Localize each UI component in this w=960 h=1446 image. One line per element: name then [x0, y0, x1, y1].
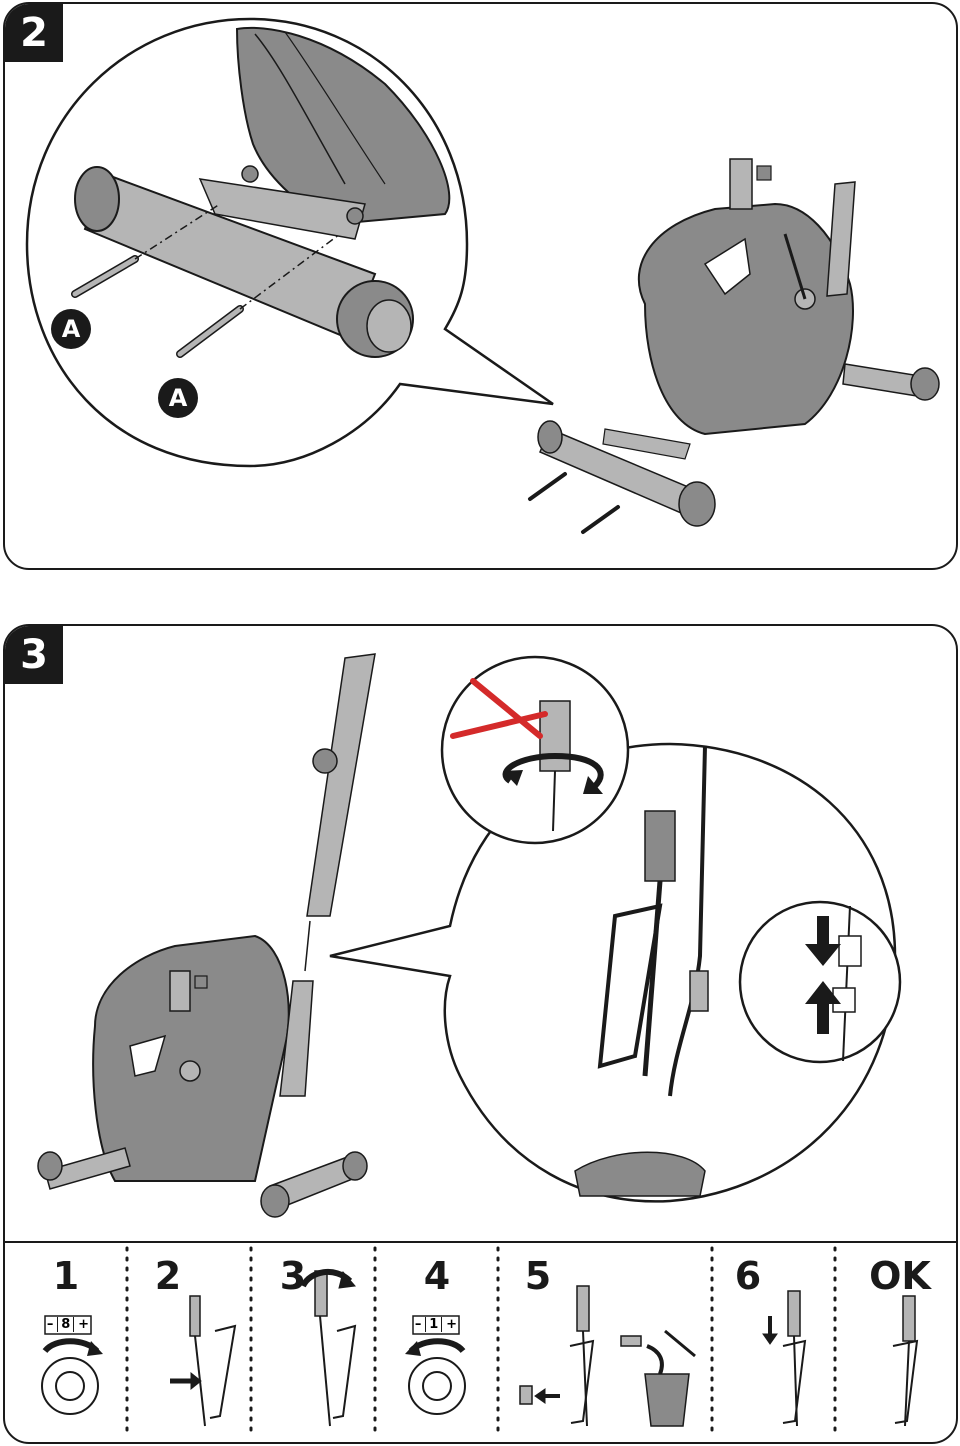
step-3-badge: 3	[5, 626, 63, 684]
no-twist-callout	[440, 655, 630, 845]
substep-1-label: 1	[52, 1254, 80, 1298]
zoom-bracket	[198, 178, 366, 240]
substep-3-graphic	[300, 1269, 357, 1427]
step-3-illustration	[5, 653, 956, 1438]
push-up-arrow-icon	[805, 981, 841, 1034]
seat-post	[169, 970, 191, 1012]
substep-6-graphic	[762, 1290, 807, 1427]
substep-2-label: 2	[154, 1254, 182, 1298]
dial-plus: +	[446, 1316, 458, 1332]
rear-stabilizer	[842, 363, 921, 397]
step-2-panel: 2	[3, 2, 958, 570]
zoom-housing	[235, 26, 451, 226]
substep-5-label: 5	[524, 1254, 552, 1298]
dial-minus: –	[414, 1316, 422, 1332]
dial-readout-4: – 1 +	[413, 1315, 459, 1333]
zoom-end-cap-left	[74, 166, 120, 232]
seat-post	[729, 158, 753, 210]
dial-value: 1	[425, 1316, 443, 1332]
step-2-illustration	[25, 17, 940, 534]
lower-handlebar-post	[279, 980, 314, 1097]
step-3-panel: 3	[3, 624, 958, 1444]
dial-plus: +	[78, 1316, 90, 1332]
substep-1-graphic	[41, 1315, 103, 1415]
bike-housing	[637, 202, 854, 436]
part-label-a-1: A	[51, 309, 91, 349]
substep-4-label: 4	[423, 1254, 451, 1298]
substep-ok-label: OK	[869, 1254, 931, 1298]
bike-housing	[92, 934, 290, 1182]
zoom-nut-2	[346, 207, 364, 225]
substep-6-label: 6	[734, 1254, 762, 1298]
upper-handlebar-post	[306, 653, 376, 917]
forbidden-cross-icon	[450, 678, 548, 739]
substep-2-graphic	[170, 1295, 237, 1427]
substep-3-label: 3	[279, 1254, 307, 1298]
handlebar-post	[826, 181, 856, 297]
push-down-arrow-icon	[805, 916, 841, 966]
step-2-badge: 2	[5, 4, 63, 62]
zoom-nut-1	[241, 165, 259, 183]
dial-readout-1: – 8 +	[45, 1315, 91, 1333]
trash-bin-icon	[644, 1373, 690, 1427]
part-label-a-2: A	[158, 378, 198, 418]
dial-minus: –	[46, 1316, 54, 1332]
dial-value: 8	[57, 1316, 75, 1332]
substep-5-graphic	[519, 1285, 696, 1427]
substep-4-graphic	[405, 1315, 466, 1415]
substep-ok-graphic	[892, 1295, 919, 1427]
